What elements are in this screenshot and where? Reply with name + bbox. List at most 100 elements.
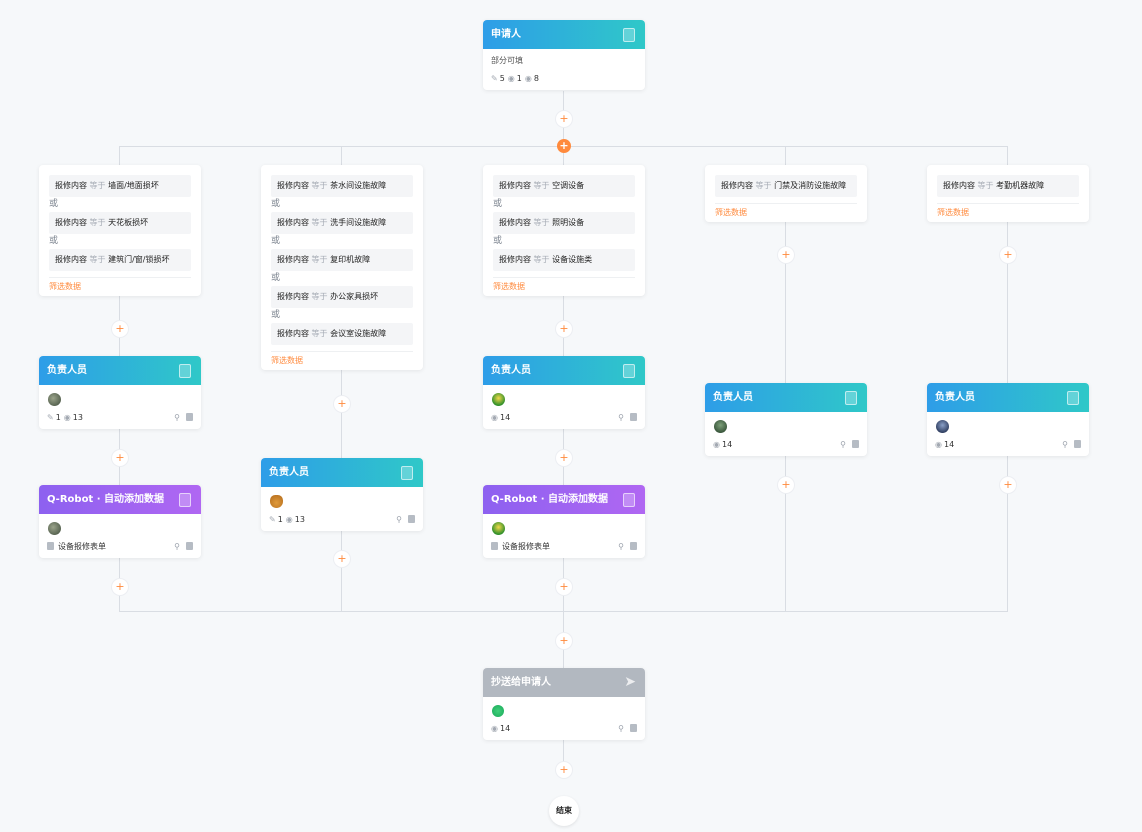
cc-node[interactable]: 抄送给申请人 ➤ ◉14 ⚲ xyxy=(483,668,645,740)
eye-icon: ◉ xyxy=(935,439,942,449)
avatar xyxy=(492,522,505,535)
branch-condition-card[interactable]: 报修内容 等于 墙面/地面损坏 或 报修内容 等于 天花板损坏 或 报修内容 等… xyxy=(39,165,201,296)
add-node-button[interactable]: + xyxy=(112,321,128,337)
eye-icon: ◉ xyxy=(491,412,498,422)
filter-data-link[interactable]: 筛选数据 xyxy=(493,277,635,296)
connector xyxy=(563,91,564,774)
end-node: 结束 xyxy=(549,796,579,826)
or-separator: 或 xyxy=(493,236,503,246)
avatar xyxy=(270,495,283,508)
eye-icon: ◉ xyxy=(491,723,498,733)
node-title: 负责人员 xyxy=(491,365,531,376)
form-icon xyxy=(1067,391,1079,405)
applicant-node[interactable]: 申请人 部分可填 ✎5 ◉1 ◉8 xyxy=(483,20,645,90)
filter-data-link[interactable]: 筛选数据 xyxy=(937,203,1079,222)
add-node-button[interactable]: + xyxy=(112,450,128,466)
handler-node[interactable]: 负责人员 ✎1◉13 ⚲ xyxy=(261,458,423,531)
view-count: 13 xyxy=(294,514,305,524)
filter-data-link[interactable]: 筛选数据 xyxy=(715,203,857,222)
branch-condition-card[interactable]: 报修内容 等于 茶水间设施故障 或 报修内容 等于 洗手间设施故障 或 报修内容… xyxy=(261,165,423,370)
pin-icon[interactable]: ⚲ xyxy=(396,514,402,524)
avatar xyxy=(48,393,61,406)
eye-icon: ◉ xyxy=(507,73,515,83)
copy-icon[interactable] xyxy=(852,439,859,448)
pin-icon[interactable]: ⚲ xyxy=(174,412,180,422)
or-separator: 或 xyxy=(493,199,503,209)
robot-node[interactable]: Q-Robot · 自动添加数据 设备报修表单 ⚲ xyxy=(483,485,645,558)
handler-node[interactable]: 负责人员 ◉14 ⚲ xyxy=(927,383,1089,456)
pin-icon[interactable]: ⚲ xyxy=(618,412,624,422)
view-count: 14 xyxy=(499,723,511,733)
form-icon xyxy=(845,391,857,405)
node-title: 负责人员 xyxy=(935,392,975,403)
add-branch-button[interactable]: + xyxy=(557,139,571,153)
edit-count: 5 xyxy=(499,73,505,83)
node-title: 负责人员 xyxy=(269,467,309,478)
or-separator: 或 xyxy=(49,199,59,209)
edit-count: 1 xyxy=(277,514,283,524)
edit-count: 1 xyxy=(55,412,61,422)
node-title: 抄送给申请人 xyxy=(491,677,551,688)
add-node-button[interactable]: + xyxy=(556,321,572,337)
add-node-button[interactable]: + xyxy=(556,579,572,595)
filter-data-link[interactable]: 筛选数据 xyxy=(271,351,413,370)
copy-icon[interactable] xyxy=(630,412,637,421)
send-icon: ➤ xyxy=(624,674,636,690)
handler-node[interactable]: 负责人员 ✎1◉13 ⚲ xyxy=(39,356,201,429)
condition-row: 报修内容 等于 考勤机器故障 xyxy=(937,175,1079,197)
pin-icon[interactable]: ⚲ xyxy=(1062,439,1068,449)
edit-icon: ✎ xyxy=(491,73,498,83)
field-stats: ✎5 ◉1 ◉8 xyxy=(491,72,637,84)
copy-icon[interactable] xyxy=(1074,439,1081,448)
copy-icon[interactable] xyxy=(186,541,193,550)
copy-icon[interactable] xyxy=(630,723,637,732)
form-icon xyxy=(623,28,635,42)
pin-icon[interactable]: ⚲ xyxy=(618,723,624,733)
connector xyxy=(341,146,342,612)
condition-row: 报修内容 等于 复印机故障 xyxy=(271,249,413,271)
pin-icon[interactable]: ⚲ xyxy=(840,439,846,449)
avatar xyxy=(936,420,949,433)
add-node-button[interactable]: + xyxy=(778,247,794,263)
or-separator: 或 xyxy=(271,310,281,320)
condition-row: 报修内容 等于 空调设备 xyxy=(493,175,635,197)
copy-icon[interactable] xyxy=(630,541,637,550)
branch-condition-card[interactable]: 报修内容 等于 考勤机器故障 筛选数据 xyxy=(927,165,1089,222)
robot-icon xyxy=(623,493,635,507)
filter-data-link[interactable]: 筛选数据 xyxy=(49,277,191,296)
form-icon xyxy=(623,364,635,378)
node-title: Q-Robot · 自动添加数据 xyxy=(491,494,608,505)
connector xyxy=(1007,146,1008,612)
copy-icon[interactable] xyxy=(186,412,193,421)
or-separator: 或 xyxy=(49,236,59,246)
avatar xyxy=(492,393,505,406)
form-icon xyxy=(491,542,498,550)
condition-row: 报修内容 等于 墙面/地面损坏 xyxy=(49,175,191,197)
branch-condition-card[interactable]: 报修内容 等于 空调设备 或 报修内容 等于 照明设备 或 报修内容 等于 设备… xyxy=(483,165,645,296)
add-node-button[interactable]: + xyxy=(1000,477,1016,493)
add-node-button[interactable]: + xyxy=(778,477,794,493)
handler-node[interactable]: 负责人员 ◉14 ⚲ xyxy=(483,356,645,429)
robot-node[interactable]: Q-Robot · 自动添加数据 设备报修表单 ⚲ xyxy=(39,485,201,558)
or-separator: 或 xyxy=(271,273,281,283)
handler-node[interactable]: 负责人员 ◉14 ⚲ xyxy=(705,383,867,456)
view-count: 1 xyxy=(516,73,522,83)
condition-row: 报修内容 等于 设备设施类 xyxy=(493,249,635,271)
view-count: 14 xyxy=(721,439,733,449)
target-form: 设备报修表单 xyxy=(58,541,106,551)
add-node-button[interactable]: + xyxy=(556,450,572,466)
add-node-button[interactable]: + xyxy=(334,551,350,567)
add-node-button[interactable]: + xyxy=(556,111,572,127)
branch-condition-card[interactable]: 报修内容 等于 门禁及消防设施故障 筛选数据 xyxy=(705,165,867,222)
add-node-button[interactable]: + xyxy=(1000,247,1016,263)
hide-count: 8 xyxy=(533,73,539,83)
copy-icon[interactable] xyxy=(408,514,415,523)
add-node-button[interactable]: + xyxy=(556,633,572,649)
pin-icon[interactable]: ⚲ xyxy=(174,541,180,551)
condition-row: 报修内容 等于 照明设备 xyxy=(493,212,635,234)
hidden-eye-icon: ◉ xyxy=(524,73,532,83)
pin-icon[interactable]: ⚲ xyxy=(618,541,624,551)
add-node-button[interactable]: + xyxy=(334,396,350,412)
add-node-button[interactable]: + xyxy=(556,762,572,778)
add-node-button[interactable]: + xyxy=(112,579,128,595)
